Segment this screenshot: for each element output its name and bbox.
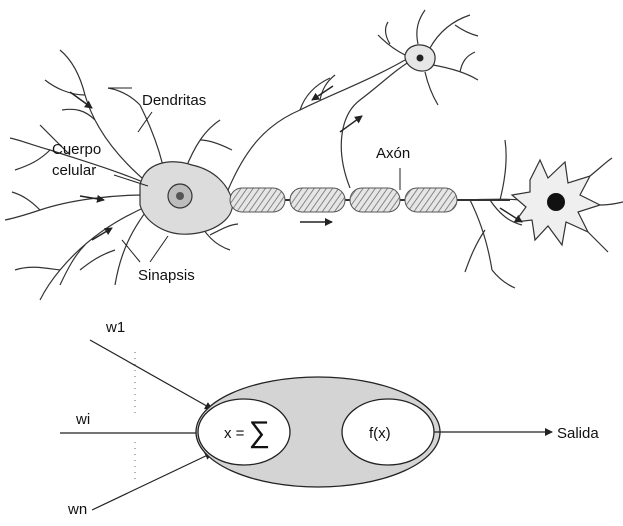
label-wn: wn <box>67 501 87 518</box>
label-cuerpo: Cuerpo <box>52 141 101 158</box>
myelin-sheaths <box>230 188 457 212</box>
input-arrow-wn <box>92 453 212 510</box>
right-neuron-nucleus <box>547 193 565 211</box>
label-wi: wi <box>75 411 90 428</box>
label-salida: Salida <box>557 425 599 442</box>
label-axon: Axón <box>376 145 410 162</box>
input-arrow-w1 <box>90 340 212 409</box>
signal-arrows <box>70 86 522 240</box>
label-dendritas: Dendritas <box>142 92 206 109</box>
label-w1: w1 <box>105 319 125 336</box>
label-activation: f(x) <box>369 425 391 442</box>
right-neuron <box>512 158 623 252</box>
label-sinapsis: Sinapsis <box>138 267 195 284</box>
label-celular: celular <box>52 162 96 179</box>
artificial-neuron: w1 wi wn x = ∑ f(x) Salida <box>60 319 599 518</box>
